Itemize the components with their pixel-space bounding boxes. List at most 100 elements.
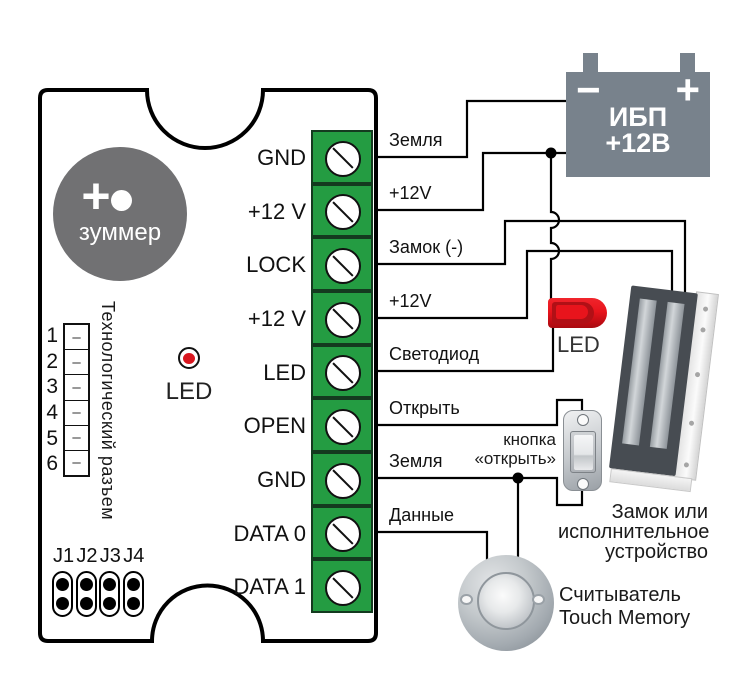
tech-connector-label: Технологический разъем bbox=[98, 301, 118, 521]
external-led-icon bbox=[548, 298, 607, 328]
wire-gnd-to-button bbox=[378, 476, 584, 507]
wire-label: Открыть bbox=[389, 398, 460, 418]
junction-dot-12v bbox=[545, 147, 557, 159]
jumper-pin bbox=[79, 578, 93, 592]
jumper-pin-pair bbox=[52, 571, 73, 617]
tech-pin-contact: – bbox=[72, 429, 81, 447]
wire-label: +12V bbox=[389, 291, 432, 311]
terminal-cell bbox=[311, 291, 373, 345]
ups-minus-symbol: − bbox=[576, 66, 601, 113]
board-led-indicator bbox=[178, 347, 200, 369]
ups-terminal-tab-left bbox=[583, 53, 598, 73]
maglock-screw-dot bbox=[683, 462, 690, 468]
terminal-block bbox=[311, 130, 373, 614]
tech-pin-contact: – bbox=[72, 378, 81, 396]
maglock-caption: Замок или исполнительное устройство bbox=[558, 501, 710, 563]
jumper-pin bbox=[126, 596, 140, 610]
terminal-cell bbox=[311, 237, 373, 291]
wire-label: Светодиод bbox=[389, 344, 480, 364]
wire-open-to-button bbox=[378, 398, 584, 427]
buzzer-plus-symbol: + bbox=[81, 168, 111, 224]
jumper-label: J1 bbox=[53, 545, 75, 567]
wire-gnd-to-ups bbox=[378, 99, 566, 159]
tech-pin-number: 2 bbox=[46, 349, 58, 373]
tech-pin: – bbox=[65, 374, 88, 399]
buzzer-label: зуммер bbox=[78, 219, 162, 246]
ups-voltage: +12В bbox=[605, 128, 671, 158]
terminal-screw bbox=[325, 301, 361, 338]
tech-connector-pins: –––––– bbox=[63, 323, 90, 477]
screw-slot-icon bbox=[332, 255, 354, 277]
open-button-caption-line: «открыть» bbox=[474, 449, 556, 468]
maglock-caption-line: Замок или bbox=[611, 501, 708, 523]
wire-12v-to-ups bbox=[378, 151, 566, 212]
button-rocker-inner bbox=[573, 434, 593, 470]
maglock-magnet-bar bbox=[622, 298, 657, 446]
tech-pin-contact: – bbox=[72, 454, 81, 472]
wire-12v-to-lock bbox=[378, 249, 674, 320]
tech-pin-number: 4 bbox=[46, 401, 58, 424]
terminal-label: GND bbox=[257, 145, 306, 170]
maglock-screw-dot bbox=[688, 420, 695, 427]
tech-pin: – bbox=[65, 349, 88, 374]
board-led-dot-icon bbox=[183, 352, 195, 364]
open-button-caption-line: кнопка bbox=[503, 430, 556, 449]
jumper-label: J4 bbox=[123, 545, 145, 567]
reader-screw-hole bbox=[532, 594, 545, 605]
wire-data-to-reader bbox=[378, 530, 489, 561]
jumper-pin bbox=[56, 578, 69, 592]
tech-pin: – bbox=[65, 449, 88, 475]
screw-slot-icon bbox=[332, 523, 354, 545]
button-rocker bbox=[570, 431, 596, 473]
reader-caption: Считыватель Touch Memory bbox=[559, 584, 690, 630]
maglock-caption-line: устройство bbox=[604, 541, 708, 563]
wire-lock-minus bbox=[378, 219, 687, 296]
tech-pin-contact: – bbox=[72, 353, 81, 371]
screw-slot-icon bbox=[332, 362, 354, 384]
jumper-pin bbox=[126, 578, 140, 592]
ups-name: ИБП bbox=[608, 102, 668, 132]
terminal-label: OPEN bbox=[243, 413, 306, 439]
maglock-screw-dot bbox=[694, 371, 701, 378]
terminal-cell bbox=[311, 398, 373, 452]
screw-slot-icon bbox=[332, 308, 354, 331]
terminal-label: DATA 0 bbox=[233, 520, 306, 546]
tech-pin-number: 1 bbox=[46, 324, 58, 347]
buzzer-hole-icon bbox=[111, 190, 132, 211]
terminal-label: GND bbox=[257, 467, 306, 493]
terminal-screw bbox=[325, 408, 361, 445]
buzzer: + зуммер bbox=[53, 147, 187, 281]
jumper-pin-pair bbox=[75, 571, 97, 617]
tech-pin-number: 6 bbox=[46, 452, 58, 476]
terminal-cell bbox=[311, 559, 373, 614]
open-button-caption: кнопка «открыть» bbox=[456, 430, 556, 468]
reader-screw-hole bbox=[460, 594, 473, 605]
open-button bbox=[563, 410, 602, 491]
screw-slot-icon bbox=[332, 577, 354, 599]
terminal-label: +12 V bbox=[247, 306, 306, 331]
terminal-screw bbox=[325, 462, 361, 499]
wire-label: +12V bbox=[389, 183, 432, 203]
tech-pin: – bbox=[65, 424, 88, 450]
screw-slot-icon bbox=[332, 469, 354, 492]
junction-dot-gnd bbox=[512, 472, 524, 484]
wire-12v-rail-to-led bbox=[549, 153, 561, 299]
tech-pin-number: 3 bbox=[46, 375, 58, 399]
terminal-cell bbox=[311, 344, 373, 399]
terminal-screw bbox=[325, 569, 361, 606]
terminal-screw bbox=[325, 140, 361, 177]
screw-slot-icon bbox=[332, 416, 354, 438]
maglock-caption-line: исполнительное bbox=[558, 521, 710, 543]
ups-box: − + ИБП +12В bbox=[566, 66, 710, 177]
wire-label: Земля bbox=[389, 451, 443, 471]
button-screw-icon bbox=[577, 414, 589, 426]
ups-plus-symbol: + bbox=[675, 66, 700, 113]
terminal-screw bbox=[325, 516, 361, 553]
external-led-label: LED bbox=[557, 332, 600, 357]
reader-caption-line: Touch Memory bbox=[559, 607, 691, 629]
terminal-cell bbox=[311, 452, 373, 506]
touch-memory-reader bbox=[458, 555, 554, 651]
maglock-magnet-bar bbox=[649, 301, 685, 449]
terminal-label: DATA 1 bbox=[233, 574, 306, 600]
